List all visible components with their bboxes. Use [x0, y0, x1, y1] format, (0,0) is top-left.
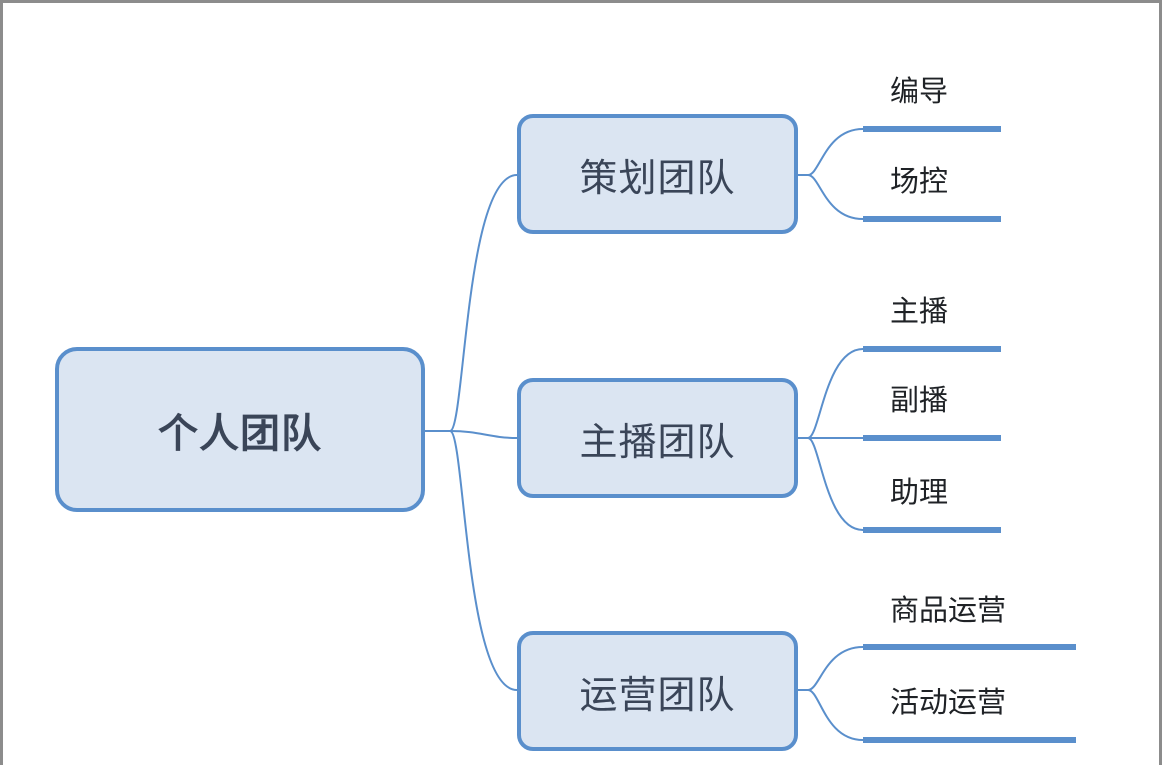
- connector-branch-3-leaf-2: [807, 689, 864, 741]
- connector-root-branch-2: [449, 430, 518, 439]
- branch-node-label: 运营团队: [579, 672, 736, 717]
- branch-node-label: 策划团队: [579, 155, 736, 200]
- connector-branch-2-leaf-1: [798, 348, 864, 439]
- leaf-label: 商品运营: [890, 593, 1007, 627]
- connector-root-branch-1: [425, 174, 518, 432]
- leaf-label: 编导: [890, 74, 949, 108]
- root-node-label: 个人团队: [158, 410, 322, 457]
- leaf-label: 主播: [890, 294, 949, 328]
- connector-root-branch-3: [449, 430, 518, 691]
- leaf-label: 场控: [890, 164, 949, 198]
- connector-branch-1-leaf-1: [798, 128, 864, 176]
- leaf-label: 活动运营: [890, 685, 1007, 719]
- leaf-label: 助理: [890, 475, 949, 509]
- leaf-label: 副播: [890, 383, 949, 417]
- connector-branch-3-leaf-1: [798, 646, 864, 691]
- branch-node-anchor: 主播团队: [517, 378, 798, 498]
- branch-node-planning: 策划团队: [517, 114, 798, 234]
- branch-node-operations: 运营团队: [517, 631, 798, 751]
- root-node: 个人团队: [55, 347, 425, 512]
- connector-branch-2-leaf-3: [807, 437, 864, 531]
- branch-node-label: 主播团队: [579, 419, 736, 464]
- connector-branch-1-leaf-2: [807, 174, 864, 220]
